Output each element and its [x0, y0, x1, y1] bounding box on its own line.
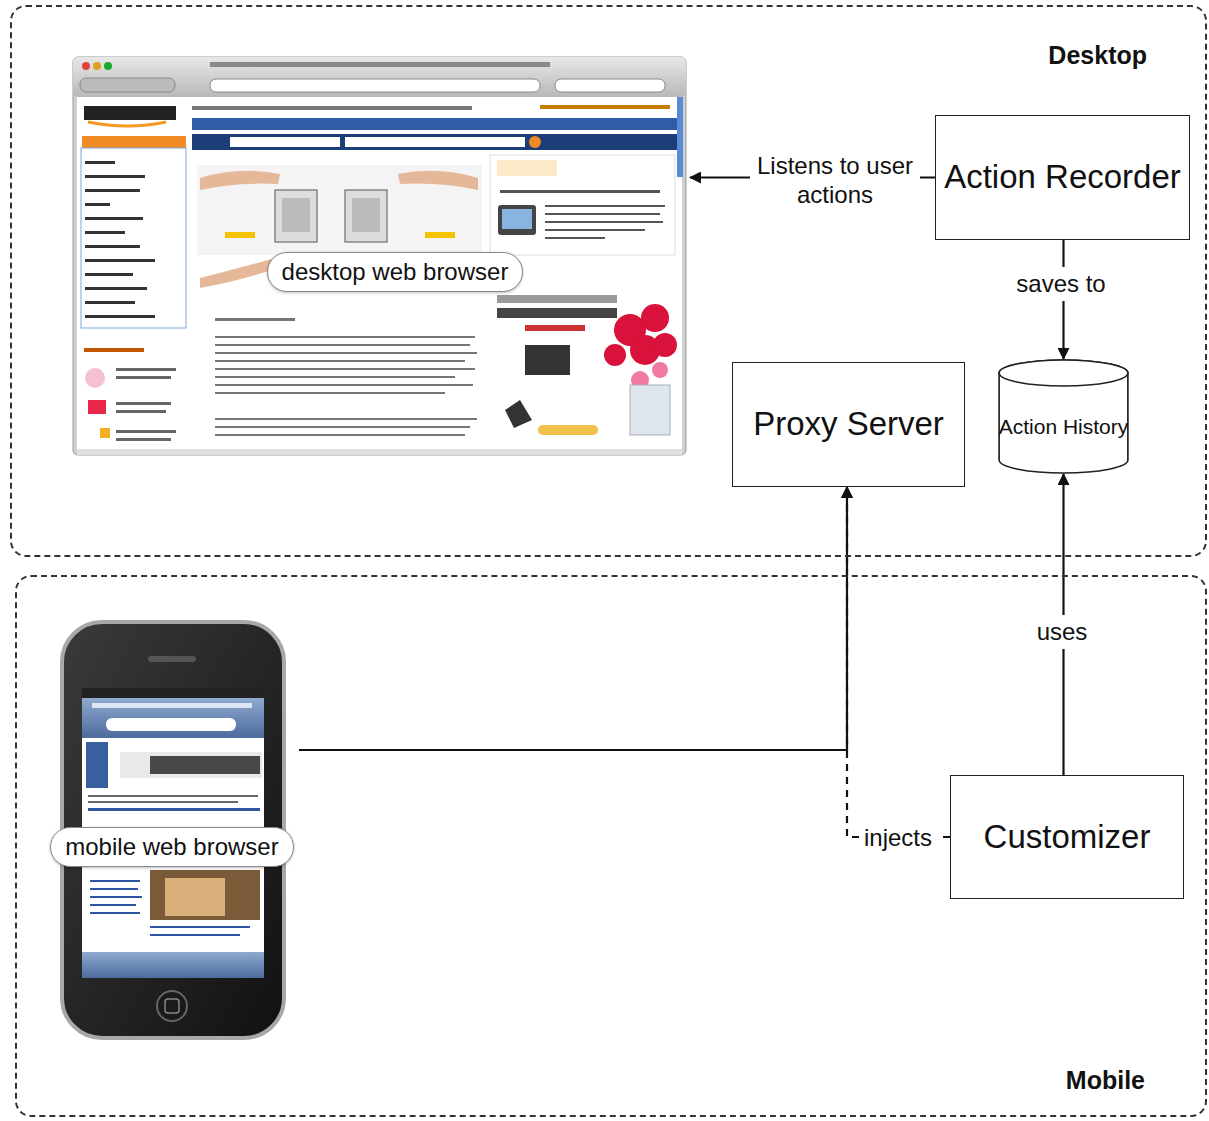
region-title: Desktop	[1048, 41, 1147, 70]
desktop-browser-illustration	[73, 57, 686, 455]
illustrated-component: mobile web browser	[47, 622, 299, 1042]
component-label: mobile web browser	[50, 827, 293, 867]
process-box: Proxy Server	[732, 362, 965, 487]
database-cylinder: Action History	[998, 359, 1129, 474]
dashed-region: Mobile mobile web browser Customizer	[15, 575, 1207, 1117]
edge-label: Listens to user actions	[750, 149, 920, 212]
box-label: Action Recorder	[944, 159, 1181, 195]
edge-label: injects	[859, 821, 937, 854]
component-label: desktop web browser	[267, 252, 524, 292]
connector-arrow	[847, 487, 950, 837]
region-title: Mobile	[1066, 1066, 1145, 1095]
box-label: Proxy Server	[753, 406, 944, 442]
illustrated-component: desktop web browser	[75, 59, 688, 457]
box-label: Customizer	[984, 819, 1151, 855]
connector-arrow	[299, 487, 847, 750]
process-box: Action Recorder	[935, 115, 1190, 240]
cylinder-label: Action History	[999, 414, 1129, 440]
edge-label: saves to	[1011, 267, 1110, 300]
edge-label: uses	[1032, 615, 1093, 648]
process-box: Customizer	[950, 775, 1184, 899]
